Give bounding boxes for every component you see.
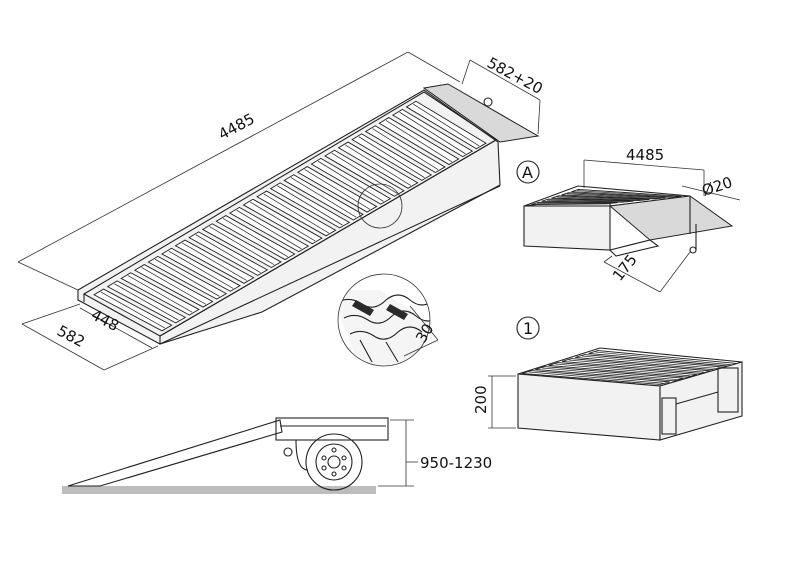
slat-groove <box>222 218 289 258</box>
slat-groove <box>595 351 732 366</box>
slat-groove <box>141 267 207 305</box>
detail-1: 1 200 <box>472 316 743 441</box>
slat-groove <box>385 120 453 163</box>
slat-groove <box>236 209 302 250</box>
dim-main-length-label: 4485 <box>215 110 257 144</box>
detail-a-length-label: 4485 <box>626 146 664 164</box>
slat-groove <box>576 190 675 198</box>
main-ramp <box>77 83 540 345</box>
detail-a-label: A <box>522 163 533 182</box>
slat-groove <box>546 199 627 202</box>
detail-a-slats <box>531 189 682 205</box>
detail-a-diameter-label: Ø20 <box>700 173 735 200</box>
slat-groove <box>168 250 234 289</box>
slat-groove <box>263 193 330 234</box>
dim-main-width-top-label: 582+20 <box>484 54 546 98</box>
slat-groove <box>528 371 663 384</box>
slat-groove <box>250 201 316 242</box>
slat-groove <box>566 193 659 199</box>
slat-groove <box>209 226 275 266</box>
slat-groove <box>331 152 398 194</box>
profile-detail: 30 <box>337 273 439 367</box>
slat-groove <box>372 128 439 171</box>
slat-groove <box>304 169 371 210</box>
truck-side-view: 950-1230 <box>62 417 492 494</box>
slat-groove <box>154 258 220 297</box>
slat-groove <box>317 160 384 202</box>
slat-groove <box>541 367 677 380</box>
detail-1-label: 1 <box>523 319 533 338</box>
slat-groove <box>555 363 691 377</box>
slat-groove <box>182 242 248 281</box>
slat-groove <box>290 177 357 218</box>
slat-groove <box>277 185 343 226</box>
dim-main-outer-width-label: 582 <box>54 322 88 351</box>
slat-groove <box>127 275 193 313</box>
slat-groove <box>114 283 179 321</box>
main-ramp-slats <box>93 100 487 332</box>
detail-a: A 4485 Ø20 175 <box>516 146 741 293</box>
slat-groove <box>412 103 480 147</box>
slat-groove <box>581 355 718 369</box>
slat-groove <box>358 136 425 178</box>
slat-groove <box>100 291 166 329</box>
section-height-label: 200 <box>472 385 490 414</box>
truck-height-label: 950-1230 <box>420 454 492 472</box>
slat-groove <box>568 359 704 373</box>
slat-groove <box>345 144 412 186</box>
slat-groove <box>556 196 643 201</box>
slat-groove <box>399 111 466 155</box>
ground-line <box>62 486 376 494</box>
slat-groove <box>195 234 261 273</box>
